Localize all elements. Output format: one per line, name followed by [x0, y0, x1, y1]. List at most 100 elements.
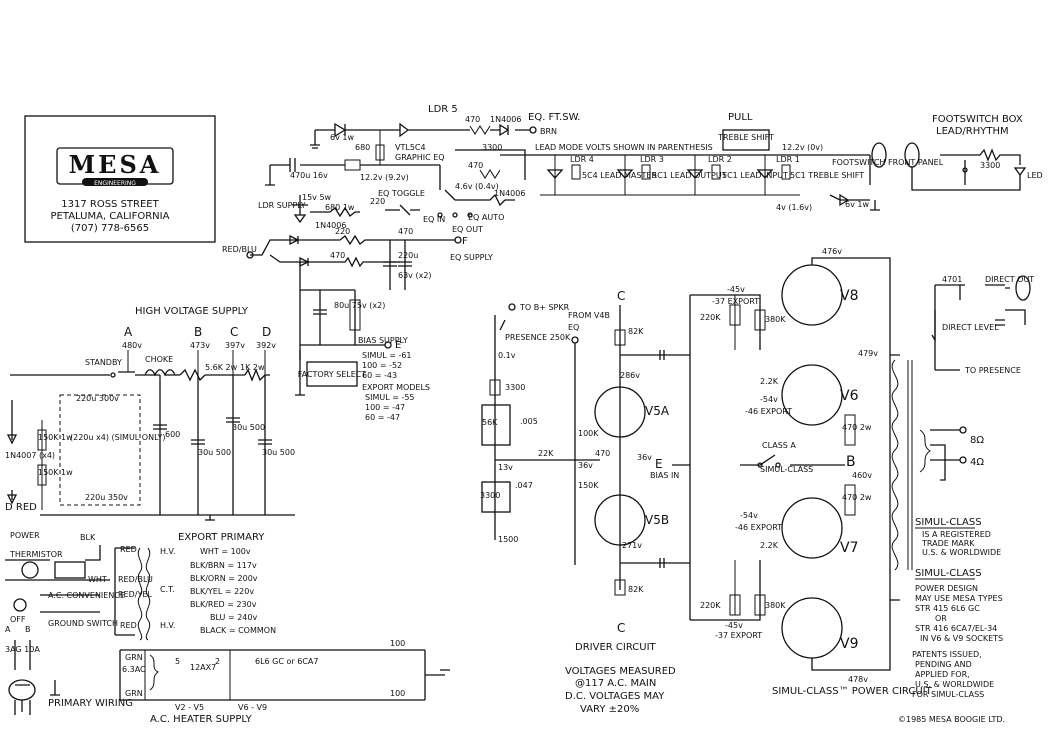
r470-2w-b: 470 2w	[842, 493, 872, 502]
r470-top: 470	[465, 115, 480, 124]
driver-circuit: TO B+ SPKR PRESENCE 250K FROM V4B EQ C 8…	[480, 289, 690, 715]
r3300b: 3300	[480, 491, 500, 500]
r680-label: 680	[355, 143, 370, 152]
choke: CHOKE	[145, 355, 173, 364]
voltages1: VOLTAGES MEASURED	[565, 666, 676, 677]
hv-a: A	[124, 325, 133, 339]
ldr4-label: LDR 4	[570, 155, 594, 164]
v13: 13v	[498, 463, 513, 472]
fsw-r3300: 3300	[980, 161, 1000, 170]
b-label: B	[846, 454, 856, 470]
c005: .005	[520, 417, 538, 426]
pat4: U.S. & WORLDWIDE	[915, 680, 994, 689]
v12-label: 12.2v (9.2v)	[360, 173, 409, 182]
lead-mode-note: LEAD MODE VOLTS SHOWN IN PARENTHESIS	[535, 143, 713, 152]
r56k: 56K	[482, 418, 498, 427]
factory-select: FACTORY SELECT	[298, 370, 367, 379]
phone: (707) 778-6565	[71, 223, 149, 234]
v46-label: 4.6v (0.4v)	[455, 182, 499, 191]
r1500: 1500	[498, 535, 518, 544]
ldr2-label: LDR 2	[708, 155, 732, 164]
ep-blk-yel: BLK/YEL = 220v	[190, 587, 254, 596]
v01: 0.1v	[498, 351, 516, 360]
eq-supply: EQ SUPPLY	[450, 253, 493, 262]
v478: 478v	[848, 675, 868, 684]
v479: 479v	[858, 349, 878, 358]
fsw-sub: LEAD/RHYTHM	[936, 126, 1009, 137]
footswitch-front: FOOTSWITCH FRONT PANEL	[832, 158, 944, 167]
to-presence: TO PRESENCE	[964, 366, 1021, 375]
r100k: 100K	[578, 429, 599, 438]
hv-va: 480v	[122, 341, 142, 350]
simul-class-sw: SIMUL-CLASS	[760, 465, 813, 474]
v5b-label: V5B	[645, 513, 669, 527]
voltages2: @117 A.C. MAIN	[575, 678, 656, 689]
c047: .047	[515, 481, 533, 490]
c220u-top: 220u 300v	[76, 394, 119, 403]
bias-ex-60: 60 = -47	[365, 413, 400, 422]
bias-export: EXPORT MODELS	[362, 383, 430, 392]
pull-label: PULL	[728, 112, 753, 123]
bias-ex-simul: SIMUL = -55	[365, 393, 415, 402]
c15v-label: 15v 5w	[302, 193, 332, 202]
eq-out: EQ OUT	[452, 225, 483, 234]
fsw-title: FOOTSWITCH BOX	[932, 114, 1023, 125]
r1k: 1K 2w	[240, 363, 265, 372]
bias-e-label: E	[395, 340, 401, 351]
c220u-label: 220u	[398, 251, 418, 260]
v6-label: V6	[840, 388, 859, 404]
pd6: IN V6 & V9 SOCKETS	[920, 634, 1003, 643]
address-line1: 1317 ROSS STREET	[61, 199, 159, 210]
brn-label: BRN	[540, 127, 557, 136]
v-54: -54v	[760, 395, 778, 404]
t-ct: C.T.	[160, 585, 175, 594]
r470: 470	[595, 449, 610, 458]
pat3: APPLIED FOR,	[915, 670, 970, 679]
eq-toggle: EQ TOGGLE	[378, 189, 425, 198]
bias-supply: 80u 75v (x2) FACTORY SELECT BIAS SUPPLY …	[295, 262, 430, 422]
c30u-b: 30u 500	[232, 423, 265, 432]
logo-text: MESA	[69, 150, 162, 179]
hv-b: B	[194, 325, 202, 339]
address-line2: PETALUMA, CALIFORNIA	[51, 211, 170, 222]
v-37b: -37 EXPORT	[715, 631, 762, 640]
sc1-output: 5C1 LEAD OUTPUT	[652, 171, 727, 180]
r470-2w: 470 2w	[842, 423, 872, 432]
r22k: 22K	[538, 449, 554, 458]
r5-6k: 5.6K 2w	[205, 363, 238, 372]
e-bias: E	[655, 457, 663, 471]
sc4-master: 5C4 LEAD MASTER	[582, 171, 657, 180]
voltages4: VARY ±20%	[580, 704, 639, 715]
v-46b: -46 EXPORT	[735, 523, 782, 532]
hv-supply: HIGH VOLTAGE SUPPLY A B C D 480v 473v 39…	[5, 306, 295, 521]
tube-12ax7: 12AX7	[190, 663, 216, 672]
a-label: A	[5, 625, 11, 634]
t-yel: RED/YEL	[118, 590, 152, 599]
v-45b: -45v	[725, 621, 743, 630]
r100a: 100	[390, 639, 405, 648]
v36b: 36v	[578, 461, 593, 470]
copyright: ©1985 MESA BOOGIE LTD.	[898, 715, 1005, 724]
v-46-export: -46 EXPORT	[745, 407, 792, 416]
r3300-label: 3300	[482, 143, 502, 152]
bias-in: BIAS IN	[650, 471, 679, 480]
pat1: PATENTS ISSUED,	[912, 650, 982, 659]
ohm8: 8Ω	[970, 435, 984, 446]
f-label: F	[462, 236, 468, 247]
ldr5-label: LDR 5	[428, 104, 458, 115]
v63: 6.3AC	[122, 665, 146, 674]
v5a-label: V5A	[645, 404, 670, 418]
ac-label: A.C. CONVENIENCE	[48, 591, 125, 600]
ep-blk-red: BLK/RED = 230v	[190, 600, 257, 609]
footswitch-box: FOOTSWITCH BOX LEAD/RHYTHM 3300 LED	[904, 114, 1043, 191]
output-section: 8Ω 4Ω TO PRESENCE 4701 DIRECT OUT DIRECT…	[890, 275, 1034, 601]
r2-2k-b: 2.2K	[760, 541, 779, 550]
v286: 286v	[620, 371, 640, 380]
simul-only: (220u x4) (SIMUL ONLY)	[70, 433, 166, 442]
primary-label: PRIMARY WIRING	[48, 698, 133, 709]
r100b: 100	[390, 689, 405, 698]
r4701: 4701	[942, 275, 962, 284]
c220u-bot: 220u 350v	[85, 493, 128, 502]
r2-2k: 2.2K	[760, 377, 779, 386]
